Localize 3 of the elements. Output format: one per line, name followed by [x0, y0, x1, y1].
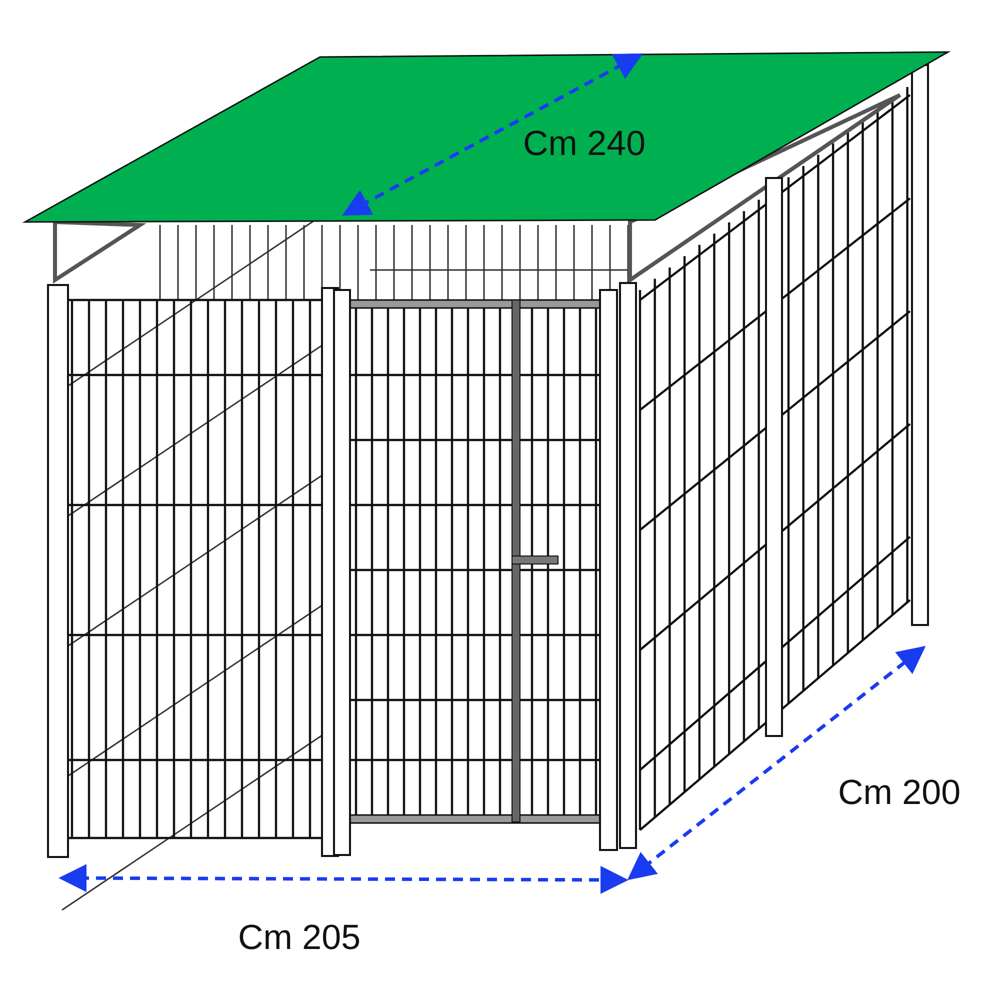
dimension-label: Cm 240: [523, 126, 646, 161]
dimension-label: Cm 200: [838, 775, 961, 810]
dimension-label: Cm 205: [238, 920, 361, 955]
